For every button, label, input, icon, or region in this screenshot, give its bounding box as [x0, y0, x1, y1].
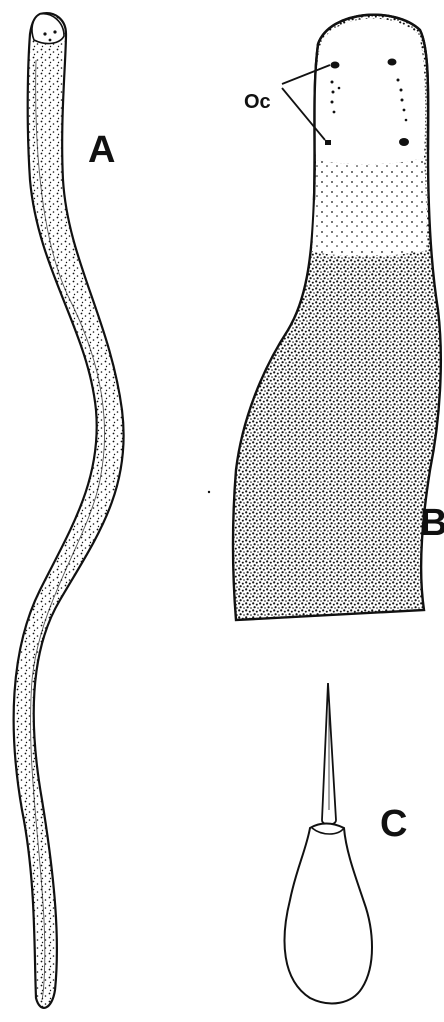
- worm-b-anterior: [208, 15, 441, 620]
- label-b: B: [420, 502, 444, 544]
- stylet-c: [285, 683, 372, 1003]
- label-a: A: [88, 129, 115, 171]
- label-oc: Oc: [244, 91, 271, 113]
- label-c: C: [380, 803, 407, 845]
